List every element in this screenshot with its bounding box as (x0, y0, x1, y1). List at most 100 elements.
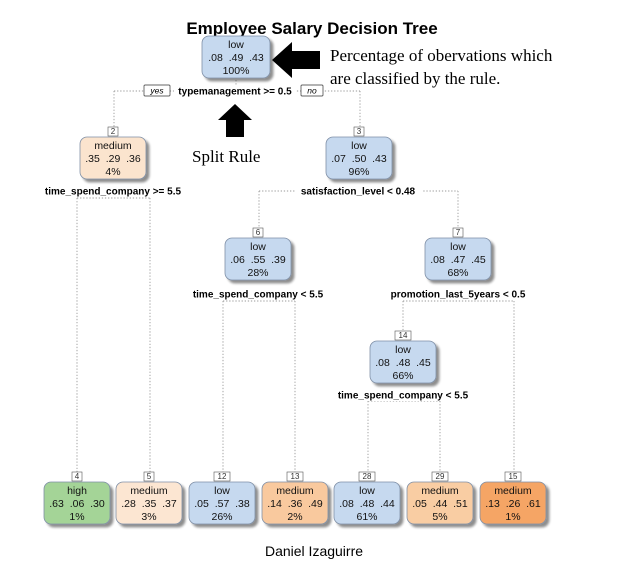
split-n7-bg (384, 288, 534, 300)
node-id: 28 (363, 472, 372, 481)
node-percentage: 1% (505, 511, 520, 523)
node-percentage: 61% (356, 511, 377, 523)
node-id-box (107, 126, 119, 137)
split-n14-bg (332, 389, 476, 401)
node-class: low (359, 485, 375, 497)
node-box (261, 481, 329, 525)
node-box (369, 340, 437, 384)
node-probabilities: .05 .57 .38 (194, 498, 250, 510)
annotation-arrows (218, 42, 320, 137)
tree-node-n29: 29 medium.05 .44 .515% (406, 471, 474, 525)
node-id: 3 (357, 127, 362, 136)
node-probabilities: .63 .06 .30 (49, 498, 105, 510)
node-box (406, 481, 474, 525)
node-probabilities: .13 .26 .61 (485, 498, 541, 510)
split-rule-n2: time_spend_company >= 5.5 (45, 187, 182, 198)
root-split-bg (174, 85, 296, 97)
node-probabilities: .35 .29 .36 (85, 153, 141, 165)
node-class: low (214, 485, 230, 497)
node-id: 15 (509, 472, 518, 481)
node-id: 14 (399, 331, 408, 340)
annotation-percentage-line1: Percentage of obervations which (330, 46, 553, 65)
node-box (188, 481, 256, 525)
split-rule-n6: time_spend_company < 5.5 (193, 290, 324, 301)
node-id: 29 (436, 472, 445, 481)
node-id-box (71, 471, 83, 482)
split-n6-bg (187, 288, 331, 300)
split-rule-n7: promotion_last_5years < 0.5 (391, 290, 526, 301)
node-id-box (353, 126, 365, 137)
yes-label-box (143, 84, 171, 97)
node-percentage: 26% (211, 511, 232, 523)
split-n2-bg (38, 185, 188, 197)
node-percentage: 66% (392, 370, 413, 382)
node-percentage: 28% (247, 267, 268, 279)
no-label-box (300, 84, 324, 97)
node-percentage: 1% (69, 511, 84, 523)
annotation-split-rule: Split Rule (192, 147, 260, 166)
node-id-box (143, 471, 155, 482)
node-probabilities: .28 .35 .37 (121, 498, 177, 510)
node-class: low (395, 344, 411, 356)
node-box (479, 481, 547, 525)
author-credit: Daniel Izaguirre (265, 543, 363, 559)
node-class: medium (276, 485, 314, 497)
up-arrow-icon (218, 104, 252, 137)
node-percentage: 96% (348, 166, 369, 178)
node-probabilities: .07 .50 .43 (331, 153, 387, 165)
node-class: medium (130, 485, 168, 497)
node-class: low (450, 241, 466, 253)
split-rule-n3: satisfaction_level < 0.48 (301, 187, 416, 198)
node-probabilities: .08 .48 .45 (375, 357, 431, 369)
node-id-box (452, 227, 464, 238)
split-rule-n14: time_spend_company < 5.5 (338, 391, 469, 402)
node-probabilities: .08 .49 .43 (208, 52, 264, 64)
node-id: 4 (75, 472, 80, 481)
node-box (224, 237, 292, 281)
node-box (424, 237, 492, 281)
node-id: 6 (256, 228, 261, 237)
node-id-box (213, 471, 231, 482)
node-class: low (351, 140, 367, 152)
node-id-box (286, 471, 304, 482)
tree-node-n15: 15 medium.13 .26 .611% (479, 471, 547, 525)
tree-node-n2: 2 medium.35 .29 .364% (79, 126, 147, 180)
node-box (333, 481, 401, 525)
node-percentage: 2% (287, 511, 302, 523)
node-box (115, 481, 183, 525)
node-id: 7 (456, 228, 461, 237)
node-id: 5 (147, 472, 152, 481)
node-id: 2 (111, 127, 116, 136)
node-class: low (228, 39, 244, 51)
node-probabilities: .08 .48 .44 (339, 498, 395, 510)
node-probabilities: .06 .55 .39 (230, 254, 286, 266)
node-class: medium (494, 485, 532, 497)
node-percentage: 3% (141, 511, 156, 523)
node-probabilities: .08 .47 .45 (430, 254, 486, 266)
split-n3-bg (296, 185, 422, 197)
annotation-percentage-line2: are classified by the rule. (330, 69, 500, 88)
node-percentage: 4% (105, 166, 120, 178)
tree-node-n13: 13 medium.14 .36 .492% (261, 471, 329, 525)
node-id-box (504, 471, 522, 482)
node-percentage: 5% (432, 511, 447, 523)
node-class: medium (421, 485, 459, 497)
node-percentage: 68% (447, 267, 468, 279)
node-box (325, 136, 393, 180)
node-id-box (431, 471, 449, 482)
node-id-box (358, 471, 376, 482)
node-id: 13 (291, 472, 300, 481)
node-probabilities: .14 .36 .49 (267, 498, 323, 510)
node-probabilities: .05 .44 .51 (412, 498, 468, 510)
node-box (79, 136, 147, 180)
node-class: medium (94, 140, 132, 152)
node-percentage: 100% (223, 65, 250, 77)
no-label: no (307, 86, 317, 96)
node-box (43, 481, 111, 525)
